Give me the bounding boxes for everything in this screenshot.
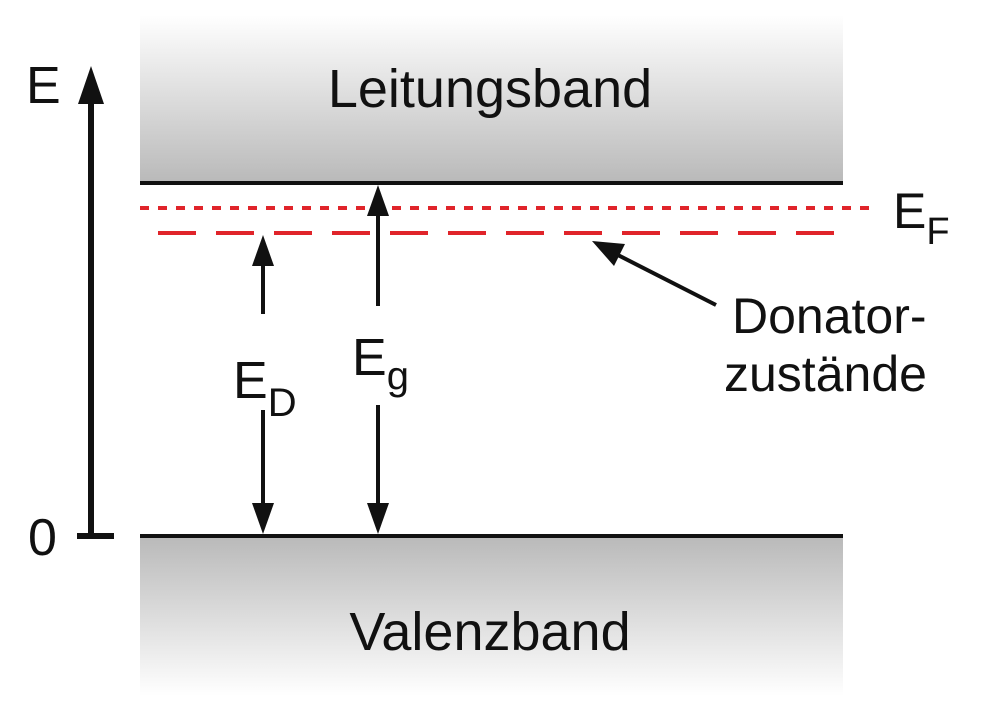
zero-label: 0 (28, 509, 57, 567)
donor-states-pointer (592, 241, 717, 307)
conduction-band-label: Leitungsband (328, 59, 652, 119)
energy-axis (77, 66, 114, 539)
valence-band-label: Valenzband (349, 602, 630, 662)
donor-states-label-line1: Donator- (732, 288, 927, 344)
donor-energy-arrow (252, 235, 274, 534)
valence-band-region (140, 536, 843, 696)
energy-axis-label: E (26, 57, 61, 115)
band-gap-label: Eg (352, 329, 409, 398)
donor-states-label-line2: zustände (724, 346, 927, 402)
conduction-band-region (140, 15, 843, 183)
donor-energy-label: ED (233, 352, 297, 425)
band-gap-arrow (367, 185, 389, 534)
fermi-level-label: EF (893, 183, 950, 253)
